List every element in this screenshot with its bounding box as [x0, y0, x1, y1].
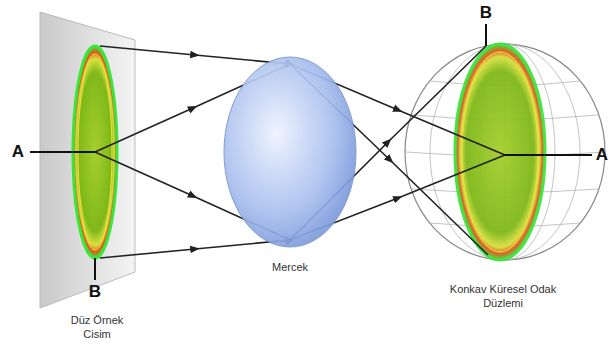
image-rim — [462, 52, 538, 252]
lens — [224, 57, 356, 247]
focal-sphere — [405, 44, 605, 260]
image — [455, 44, 545, 260]
point-label: B — [85, 281, 105, 302]
part-label: Konkav Küresel Odak Düzlemi — [443, 283, 563, 311]
point-label: B — [476, 2, 496, 23]
light-rays — [95, 46, 505, 258]
point-label: A — [8, 141, 28, 162]
point-label: A — [594, 144, 610, 165]
marker-lines — [30, 24, 592, 280]
part-label: Mercek — [250, 261, 330, 275]
part-label: Düz Örnek Cisim — [61, 314, 133, 342]
specimen-plane — [40, 12, 135, 308]
